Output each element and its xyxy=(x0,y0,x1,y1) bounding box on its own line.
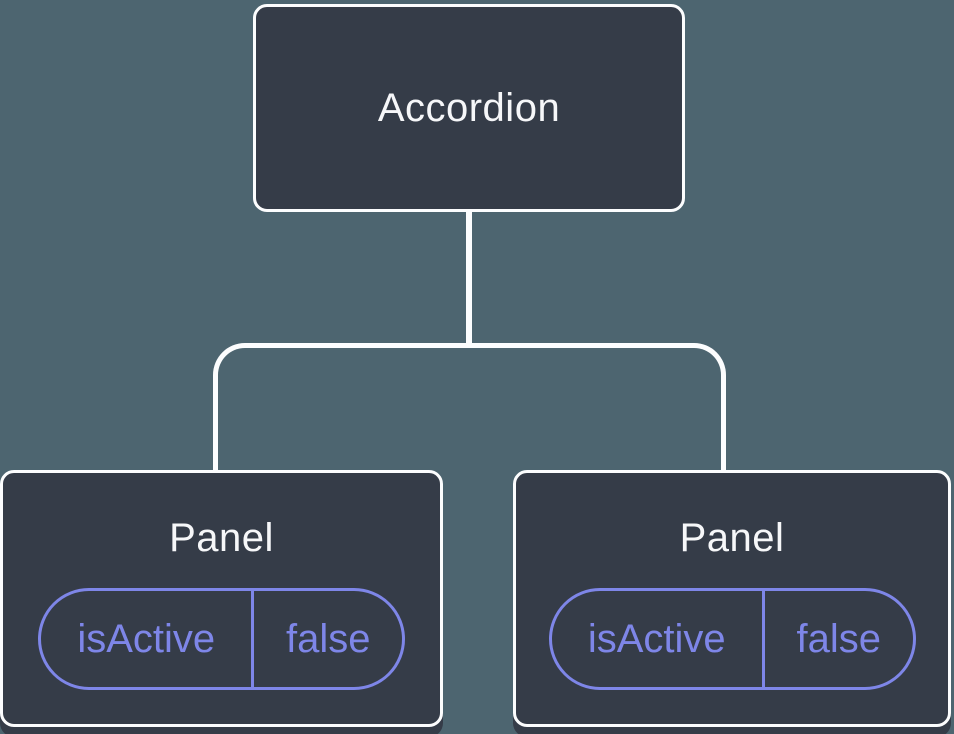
accordion-node-label: Accordion xyxy=(377,86,561,130)
panel-node-label: Panel xyxy=(169,516,274,560)
state-value: false xyxy=(285,616,371,661)
tree-connector-bracket xyxy=(213,343,726,470)
panel-node-left: Panel isActive false xyxy=(0,470,443,727)
panel-node-label: Panel xyxy=(679,516,785,560)
accordion-node: Accordion xyxy=(253,4,685,212)
state-value: false xyxy=(796,616,881,661)
tree-connector-stem xyxy=(466,211,472,345)
state-key: isActive xyxy=(41,591,255,687)
state-key: isActive xyxy=(552,591,765,687)
state-pill: isActive false xyxy=(548,588,916,690)
panel-node-right: Panel isActive false xyxy=(513,470,951,727)
state-pill: isActive false xyxy=(38,588,405,690)
